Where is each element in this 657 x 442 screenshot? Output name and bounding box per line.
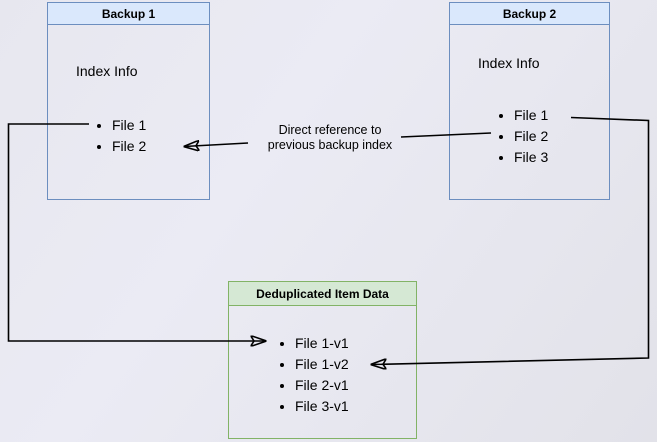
- backup2-header: Backup 2: [450, 3, 609, 25]
- backup2-file-item: File 1: [514, 105, 548, 126]
- backup2-file-item: File 3: [514, 147, 548, 168]
- backup2-file-list: File 1 File 2 File 3: [496, 105, 548, 168]
- dedup-header: Deduplicated Item Data: [229, 282, 416, 306]
- dedup-box: Deduplicated Item Data File 1-v1 File 1-…: [228, 281, 417, 439]
- backup2-file-item: File 2: [514, 126, 548, 147]
- backup1-subtitle: Index Info: [76, 63, 138, 79]
- backup1-box: Backup 1 Index Info File 1 File 2: [47, 2, 210, 200]
- backup1-file-list: File 1 File 2: [94, 115, 146, 157]
- backup1-header: Backup 1: [48, 3, 209, 25]
- backup1-file-item: File 1: [112, 115, 146, 136]
- direct-reference-label: Direct reference to previous backup inde…: [240, 123, 420, 153]
- backup2-subtitle: Index Info: [478, 55, 540, 71]
- direct-reference-label-line1: Direct reference to: [278, 123, 382, 137]
- dedup-file-item: File 3-v1: [295, 396, 349, 417]
- dedup-file-item: File 1-v1: [295, 333, 349, 354]
- direct-reference-label-line2: previous backup index: [267, 138, 393, 152]
- dedup-file-item: File 1-v2: [295, 354, 349, 375]
- backup2-title: Backup 2: [502, 6, 557, 21]
- dedup-file-item: File 2-v1: [295, 375, 349, 396]
- backup2-box: Backup 2 Index Info File 1 File 2 File 3: [449, 2, 610, 200]
- backup1-title: Backup 1: [101, 6, 156, 21]
- dedup-file-list: File 1-v1 File 1-v2 File 2-v1 File 3-v1: [277, 333, 349, 417]
- dedup-title: Deduplicated Item Data: [256, 286, 389, 301]
- backup1-file-item: File 2: [112, 136, 146, 157]
